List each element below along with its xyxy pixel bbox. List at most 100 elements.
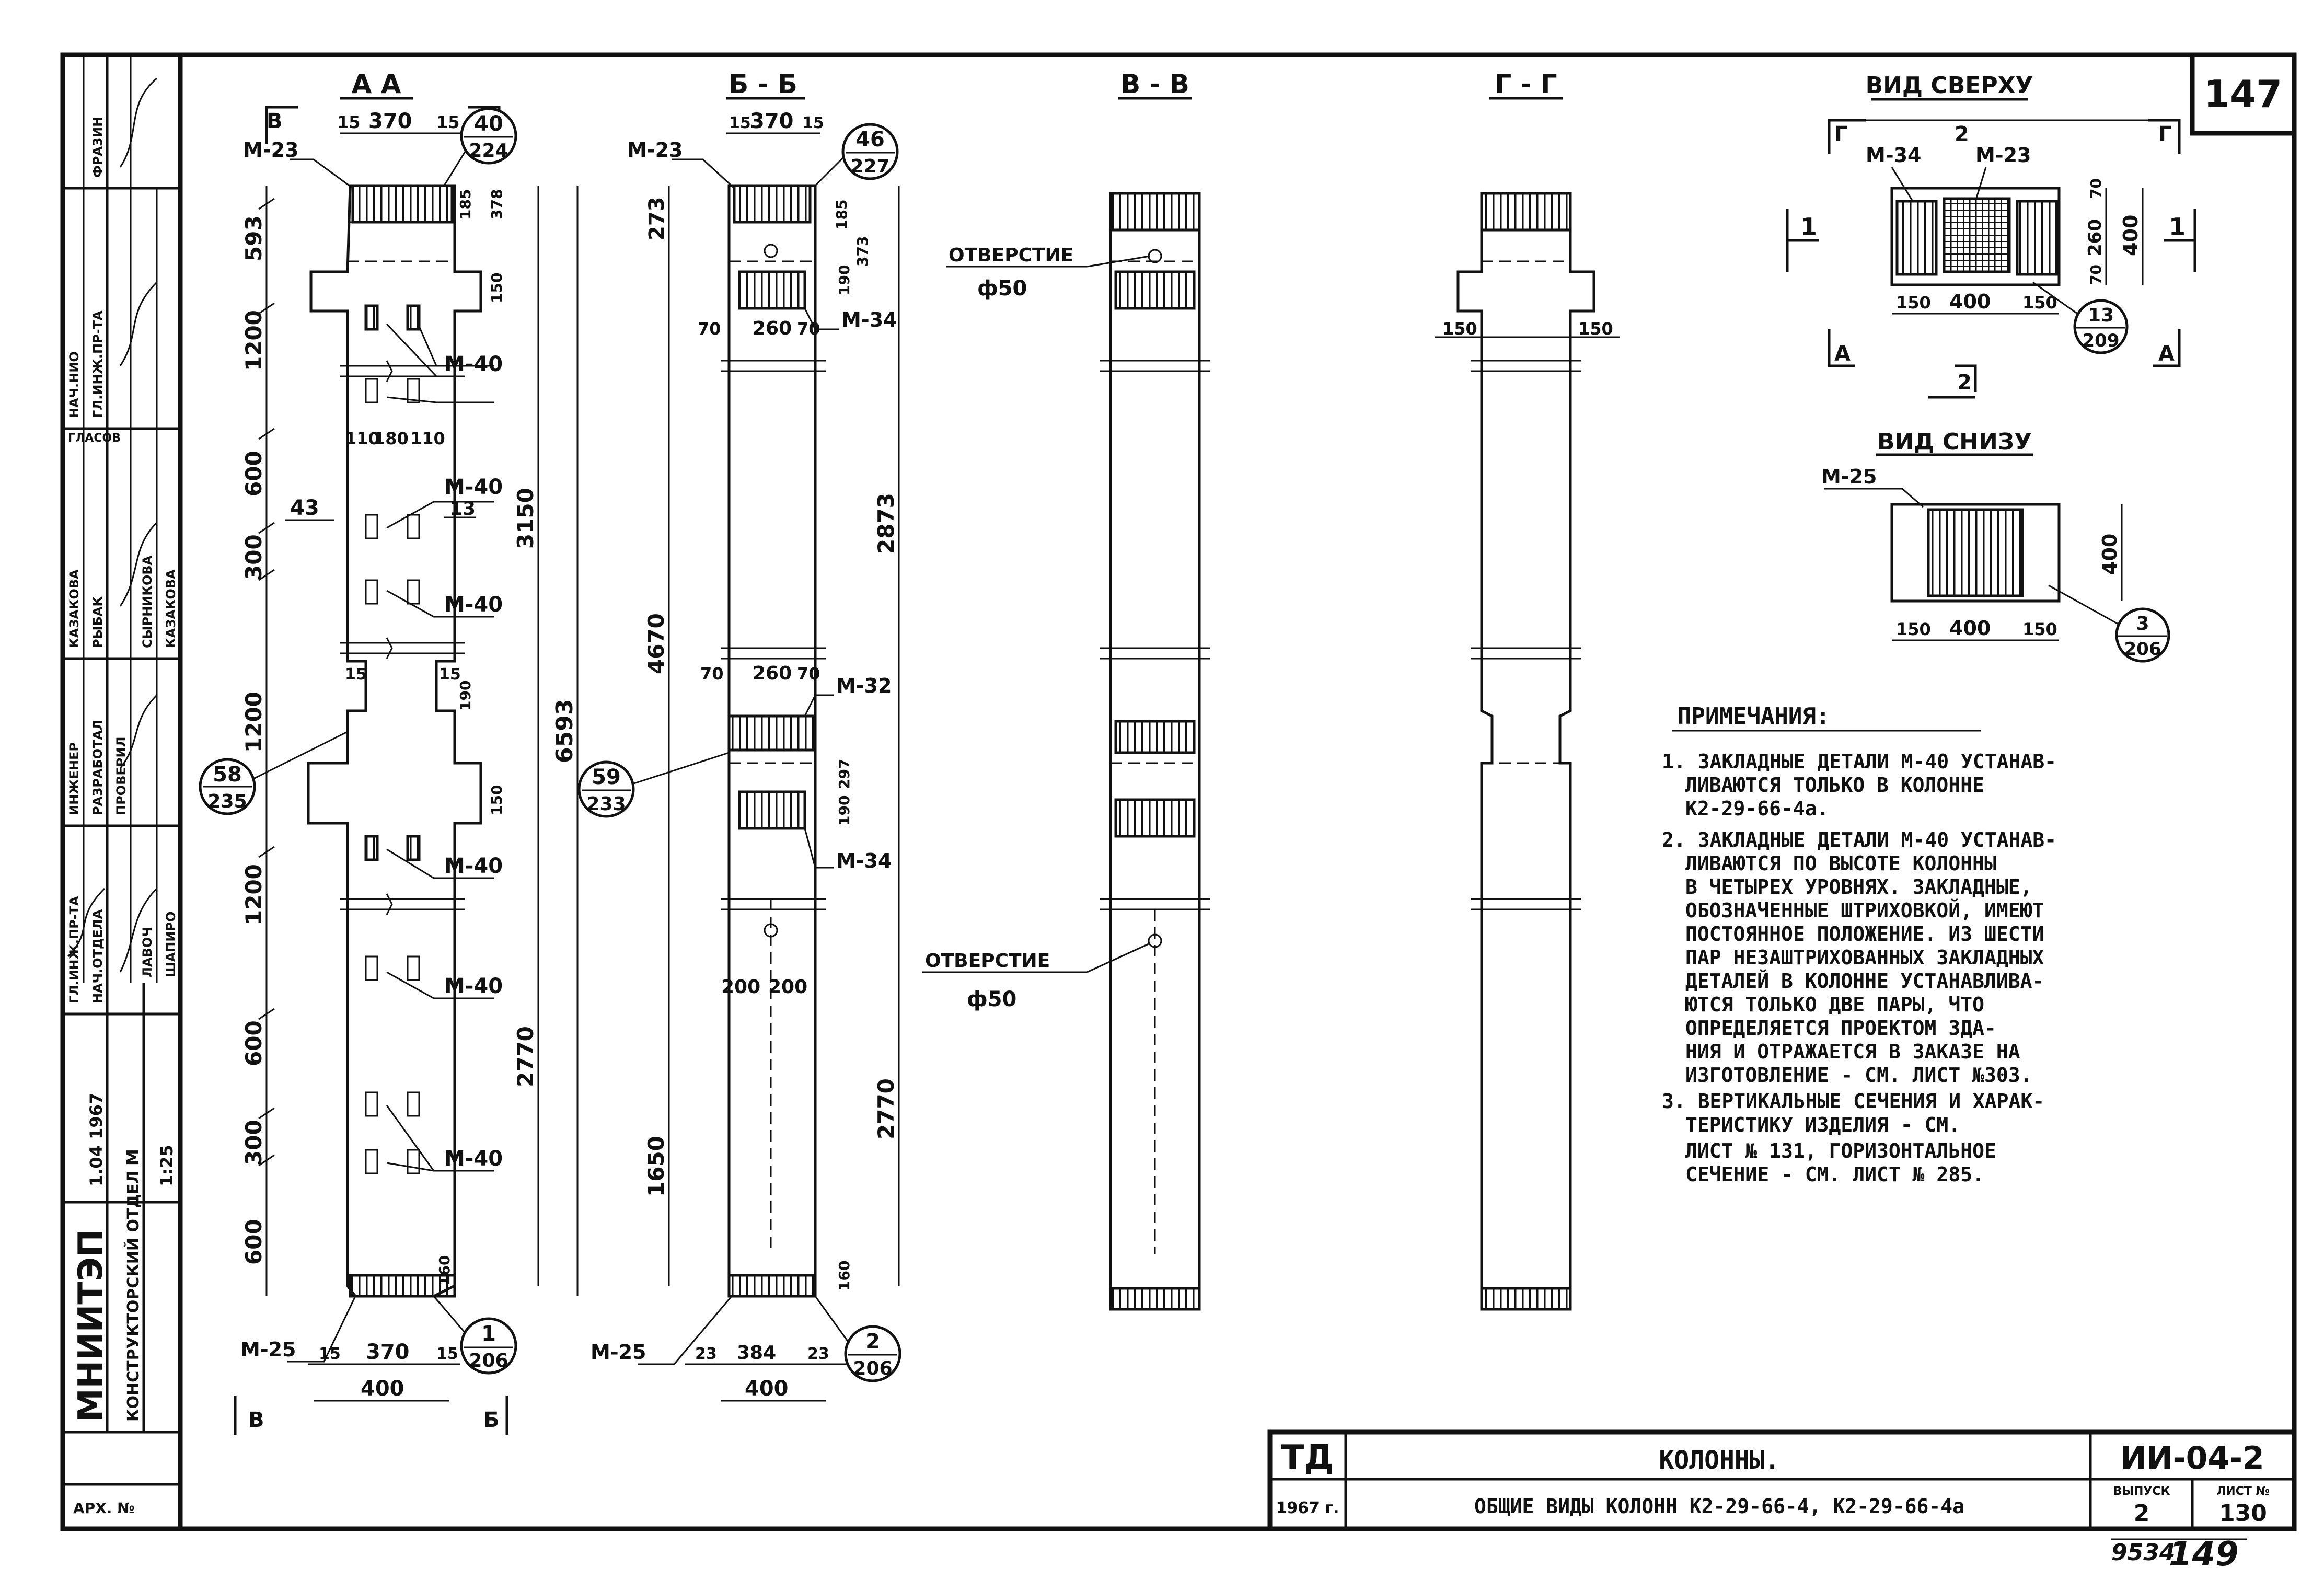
stamp-date: 1.04 1967 (86, 1093, 106, 1186)
title-sheet: 130 (2219, 1500, 2267, 1527)
svg-text:6593: 6593 (551, 699, 578, 763)
svg-text:190: 190 (836, 795, 853, 826)
archive-number-label: АРХ. № (73, 1500, 135, 1517)
svg-text:59: 59 (592, 765, 621, 789)
svg-text:РЫБАК: РЫБАК (90, 596, 105, 648)
embed-m34-bb-mid (738, 790, 806, 830)
svg-text:370: 370 (750, 109, 794, 133)
svg-text:15: 15 (802, 114, 824, 132)
svg-text:К2-29-66-4а.: К2-29-66-4а. (1685, 797, 1829, 820)
left-stamp: МНИИТЭП КОНСТРУКТОРСКИЙ ОТДЕЛ 1.04 1967 … (63, 55, 180, 1517)
svg-text:235: 235 (207, 791, 247, 812)
svg-text:ВИД СВЕРХУ: ВИД СВЕРХУ (1866, 72, 2033, 99)
title-org: ТД (1281, 1438, 1334, 1477)
svg-text:206: 206 (853, 1358, 892, 1379)
callout-40-224 (460, 107, 517, 165)
department-name: КОНСТРУКТОРСКИЙ ОТДЕЛ (124, 1171, 143, 1422)
svg-text:НИЯ И ОТРАЖАЕТСЯ В ЗАКАЗЕ НА: НИЯ И ОТРАЖАЕТСЯ В ЗАКАЗЕ НА (1685, 1040, 2020, 1063)
svg-text:СЫРНИКОВА: СЫРНИКОВА (140, 555, 155, 648)
svg-text:4670: 4670 (643, 613, 669, 674)
signatures (67, 77, 158, 973)
svg-text:1: 1 (481, 1322, 496, 1346)
svg-text:М-40: М-40 (444, 974, 503, 998)
svg-text:370: 370 (366, 1340, 410, 1364)
svg-text:М-40: М-40 (444, 475, 503, 499)
svg-text:М-23: М-23 (243, 139, 298, 162)
svg-text:384: 384 (737, 1342, 776, 1364)
svg-text:ОТВЕРСТИЕ: ОТВЕРСТИЕ (925, 950, 1050, 972)
sheet-number-box: 147 (2190, 52, 2297, 136)
svg-text:300: 300 (241, 534, 267, 580)
svg-text:150: 150 (1896, 619, 1931, 639)
svg-text:2: 2 (1957, 371, 1972, 395)
svg-text:370: 370 (368, 109, 412, 133)
svg-text:Б - Б: Б - Б (729, 69, 797, 99)
svg-text:3150: 3150 (513, 488, 538, 549)
svg-text:15: 15 (439, 665, 461, 684)
svg-text:70: 70 (698, 319, 721, 339)
svg-text:58: 58 (213, 763, 242, 787)
svg-text:160: 160 (436, 1255, 453, 1286)
svg-text:600: 600 (241, 1020, 267, 1066)
svg-text:206: 206 (2124, 639, 2161, 660)
svg-text:373: 373 (854, 236, 871, 267)
svg-text:273: 273 (645, 197, 669, 241)
svg-text:Г - Г: Г - Г (1495, 69, 1557, 99)
svg-text:ЛИСТ №: ЛИСТ № (2216, 1485, 2270, 1498)
callout-3-206 (2115, 607, 2170, 663)
svg-text:297: 297 (836, 759, 853, 789)
svg-text:ИЗГОТОВЛЕНИЕ - СМ. ЛИСТ №303.: ИЗГОТОВЛЕНИЕ - СМ. ЛИСТ №303. (1685, 1064, 2032, 1087)
svg-text:ПРОВЕРИЛ: ПРОВЕРИЛ (114, 737, 129, 815)
svg-text:М-40: М-40 (444, 854, 503, 878)
svg-text:15: 15 (319, 1345, 341, 1363)
svg-text:400: 400 (1949, 617, 1991, 640)
svg-text:43: 43 (290, 496, 319, 520)
svg-text:ТЕРИСТИКУ ИЗДЕЛИЯ - СМ.: ТЕРИСТИКУ ИЗДЕЛИЯ - СМ. (1685, 1113, 1960, 1136)
svg-text:227: 227 (850, 156, 889, 177)
svg-text:150: 150 (1442, 319, 1477, 339)
svg-text:М-25: М-25 (591, 1341, 646, 1364)
svg-text:3. ВЕРТИКАЛЬНЫЕ СЕЧЕНИЯ И ХАРА: 3. ВЕРТИКАЛЬНЫЕ СЕЧЕНИЯ И ХАРАК- (1662, 1090, 2044, 1113)
callout-1-206 (460, 1317, 517, 1375)
svg-text:1200: 1200 (241, 310, 267, 371)
embed-m23-top (1943, 197, 2011, 273)
svg-text:КАЗАКОВА: КАЗАКОВА (67, 569, 82, 648)
svg-text:М-34: М-34 (836, 849, 892, 872)
svg-text:209: 209 (2083, 330, 2120, 351)
svg-text:ОБОЗНАЧЕННЫЕ ШТРИХОВКОЙ, ИМЕЮТ: ОБОЗНАЧЕННЫЕ ШТРИХОВКОЙ, ИМЕЮТ (1685, 899, 2044, 922)
svg-text:110: 110 (410, 429, 445, 448)
title-subtitle: ОБЩИЕ ВИДЫ КОЛОНН К2-29-66-4, К2-29-66-4… (1474, 1495, 1964, 1518)
svg-text:15: 15 (729, 114, 751, 132)
svg-text:400: 400 (2119, 215, 2142, 256)
svg-text:400: 400 (745, 1377, 789, 1401)
svg-text:ф50: ф50 (967, 987, 1016, 1011)
svg-text:ФРАЗИН: ФРАЗИН (90, 117, 105, 178)
embed-m34-bb-top (738, 270, 806, 310)
svg-text:В - В: В - В (1120, 69, 1189, 99)
svg-text:2: 2 (865, 1330, 880, 1354)
title-issue: 2 (2134, 1500, 2150, 1527)
svg-text:ПАР НЕЗАШТРИХОВАННЫХ ЗАКЛАДНЫХ: ПАР НЕЗАШТРИХОВАННЫХ ЗАКЛАДНЫХ (1685, 946, 2044, 969)
svg-text:1200: 1200 (241, 691, 267, 753)
embeds-m40-aa (364, 304, 421, 1174)
svg-text:185: 185 (833, 200, 850, 230)
svg-text:ЛАВОЧ: ЛАВОЧ (140, 927, 155, 977)
svg-text:ЛИВАЮТСЯ ПО ВЫСОТЕ КОЛОННЫ: ЛИВАЮТСЯ ПО ВЫСОТЕ КОЛОННЫ (1685, 852, 1996, 875)
footer-page: 149 (2169, 1535, 2239, 1574)
svg-text:М-34: М-34 (1866, 144, 1921, 167)
svg-text:46: 46 (855, 128, 885, 152)
embed-m23-aa (351, 184, 454, 224)
embed-m25-bb (727, 1274, 817, 1298)
svg-text:ЛИСТ № 131, ГОРИЗОНТАЛЬНОЕ: ЛИСТ № 131, ГОРИЗОНТАЛЬНОЕ (1685, 1139, 1996, 1162)
svg-text:150: 150 (1896, 293, 1931, 313)
embed-m23-bb (733, 184, 812, 224)
svg-text:М-23: М-23 (1975, 144, 2031, 167)
svg-text:М-23: М-23 (627, 139, 683, 162)
svg-text:ГЛАСОВ: ГЛАСОВ (68, 432, 121, 445)
section-bb: Б - Б М-23 М-34 М-32 М-34 М-25 15 370 15… (577, 69, 901, 1402)
svg-text:400: 400 (361, 1377, 404, 1401)
svg-text:НАЧ.НИО: НАЧ.НИО (67, 351, 82, 418)
svg-text:ОТВЕРСТИЕ: ОТВЕРСТИЕ (949, 245, 1073, 266)
svg-text:А: А (2158, 342, 2175, 366)
